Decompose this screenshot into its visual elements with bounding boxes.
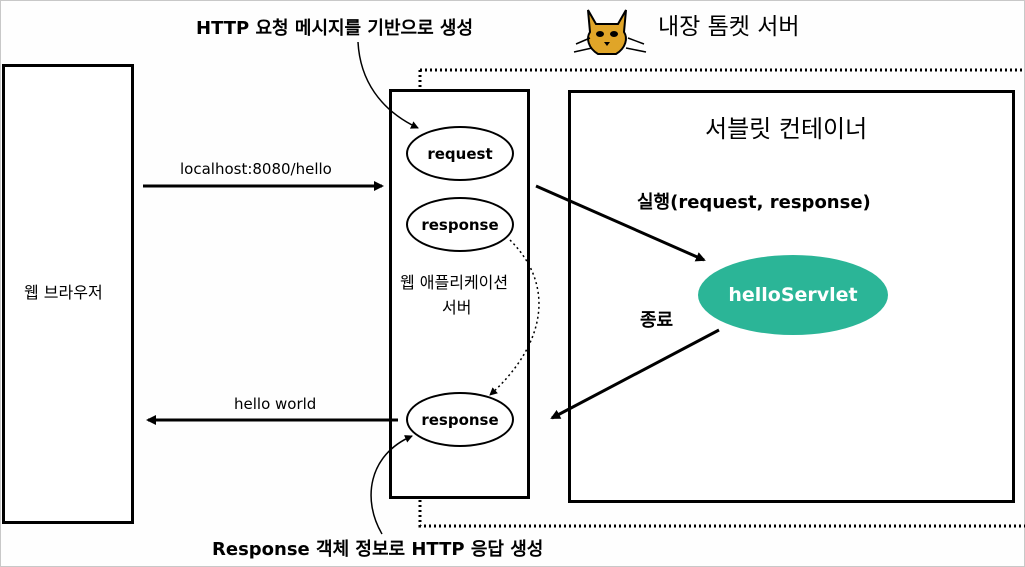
hello-world-label: hello world [234, 395, 317, 413]
request-object: request [406, 126, 514, 181]
tomcat-title: 내장 톰켓 서버 [658, 14, 800, 40]
hello-servlet: helloServlet [698, 255, 888, 335]
http-request-pointer [357, 41, 419, 129]
response-flow-dotted [489, 239, 540, 396]
response-note: Response 객체 정보로 HTTP 응답 생성 [212, 539, 544, 560]
response-object-bottom: response [406, 392, 514, 447]
response-note-pointer [370, 435, 413, 535]
was-label-line1: 웹 애플리케이션 [400, 273, 509, 292]
url-label: localhost:8080/hello [180, 160, 332, 178]
browser-label: 웹 브라우저 [24, 283, 103, 302]
execute-label: 실행(request, response) [637, 192, 871, 213]
response-object-top: response [406, 197, 514, 252]
tomcat-cat-icon [573, 9, 647, 55]
finish-arrow [550, 328, 720, 420]
was-label-line2: 서버 [442, 298, 472, 317]
servlet-container-title: 서블릿 컨테이너 [705, 115, 868, 143]
http-request-note: HTTP 요청 메시지를 기반으로 생성 [196, 18, 474, 39]
finish-label: 종료 [640, 310, 674, 331]
execute-arrow [535, 184, 706, 262]
browser-box [2, 64, 134, 524]
